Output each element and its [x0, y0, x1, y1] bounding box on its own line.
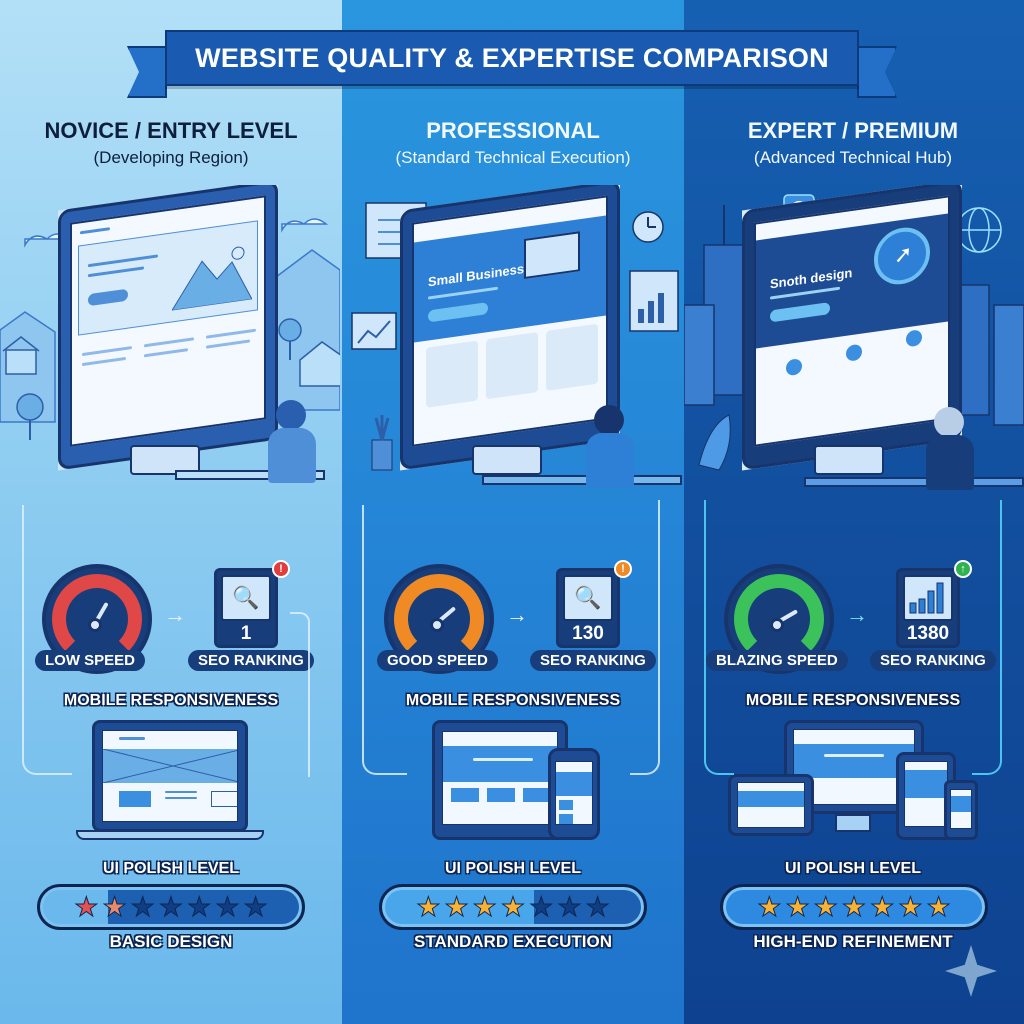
- tier-title: NOVICE / ENTRY LEVEL: [44, 118, 298, 143]
- ui-polish-rating: ★ ★ ★ ★ ★ ★ ★: [720, 884, 988, 930]
- seo-ranking-value: 130: [572, 623, 604, 644]
- professional-scene-illustration: Small Business: [342, 185, 682, 520]
- speed-label: LOW SPEED: [35, 650, 146, 671]
- flow-line-left: [22, 505, 72, 775]
- arrow-right-icon: →: [164, 602, 186, 627]
- landscape-icon: [0, 203, 340, 440]
- tier-subtitle: (Standard Technical Execution): [395, 148, 631, 167]
- expert-developer-figure: [920, 407, 980, 497]
- ui-polish-label: UI POLISH LEVEL: [102, 860, 239, 877]
- star-icon-filled: ★: [813, 891, 838, 922]
- tier-title: PROFESSIONAL: [426, 118, 600, 143]
- desktop-stand: [835, 814, 871, 832]
- seo-ranking-label: SEO RANKING: [188, 650, 314, 671]
- professional-developer-figure: [580, 405, 640, 495]
- novice-column-bg: [0, 0, 342, 1024]
- monitor-icon: [58, 185, 278, 471]
- flow-line-right: [972, 500, 1002, 775]
- star-icon-empty: ★: [130, 891, 155, 922]
- flow-line-left: [704, 500, 734, 775]
- phone-icon: [944, 780, 978, 840]
- speed-gauge-icon: [724, 564, 834, 674]
- polish-verdict: STANDARD EXECUTION: [413, 932, 613, 951]
- speed-label: BLAZING SPEED: [706, 650, 848, 671]
- mobile-responsiveness-label: MOBILE RESPONSIVENESS: [63, 692, 279, 709]
- tier-header-professional: PROFESSIONAL (Standard Technical Executi…: [342, 118, 684, 168]
- polish-verdict: BASIC DESIGN: [109, 932, 233, 951]
- star-icon-filled: ★: [841, 891, 867, 922]
- monitor-stand: [472, 445, 542, 475]
- alert-badge-icon: !: [614, 560, 632, 578]
- tier-subtitle: (Developing Region): [93, 148, 249, 167]
- expert-column-bg: [684, 0, 1024, 1024]
- flow-line-right: [630, 500, 660, 775]
- seo-ranking-card: 🔍 130: [556, 568, 620, 648]
- star-icon-empty: ★: [158, 891, 184, 922]
- star-icon-filled: ★: [416, 891, 441, 922]
- speed-label: GOOD SPEED: [377, 650, 498, 671]
- bar-chart-up-icon: [903, 575, 953, 621]
- mobile-responsiveness-label: MOBILE RESPONSIVENESS: [405, 692, 621, 709]
- star-icon-filled: ★: [870, 891, 895, 922]
- star-icon-filled: ★: [444, 891, 469, 922]
- seo-ranking-card: 🔍 1: [214, 568, 278, 648]
- seo-ranking-label: SEO RANKING: [870, 650, 996, 671]
- novice-developer-figure: [262, 400, 322, 490]
- tier-subtitle: (Advanced Technical Hub): [753, 148, 953, 167]
- professional-metrics: GOOD SPEED → 🔍 130 ! SEO RANKING: [372, 560, 714, 680]
- novice-scene-illustration: [0, 185, 340, 520]
- arrow-right-icon: →: [846, 602, 868, 627]
- magnifier-up-icon: 🔍: [563, 575, 613, 621]
- star-icon-empty: ★: [243, 891, 268, 922]
- expert-metrics: BLAZING SPEED → 1380 ↑ SEO RANKING: [706, 560, 1024, 680]
- star-icon-empty: ★: [187, 891, 212, 922]
- star-icon-filled: ★: [898, 891, 923, 922]
- novice-metrics: LOW SPEED → 🔍 1 ! SEO RANKING: [30, 560, 372, 680]
- tier-header-novice: NOVICE / ENTRY LEVEL (Developing Region): [0, 118, 342, 168]
- page-title: WEBSITE QUALITY & EXPERTISE COMPARISON: [195, 42, 829, 73]
- star-icon-empty: ★: [557, 891, 582, 922]
- ui-polish-label: UI POLISH LEVEL: [784, 860, 921, 877]
- star-icon-empty: ★: [585, 891, 610, 922]
- flow-line-left: [362, 505, 407, 775]
- desk: [482, 475, 682, 485]
- mobile-responsiveness-label: MOBILE RESPONSIVENESS: [745, 692, 961, 709]
- flow-line-right: [290, 612, 310, 777]
- seo-ranking-card: 1380: [896, 568, 960, 648]
- desk: [804, 477, 1024, 487]
- magnifier-down-icon: 🔍: [221, 575, 271, 621]
- star-icon-filled: ★: [102, 891, 127, 922]
- star-icon-filled: ★: [472, 891, 497, 922]
- seo-ranking-value: 1380: [906, 623, 950, 644]
- seo-ranking-value: 1: [240, 623, 252, 644]
- phone-icon: [548, 748, 600, 840]
- ui-polish-label: UI POLISH LEVEL: [444, 860, 581, 877]
- tablet-icon: [432, 720, 568, 840]
- arrow-up-badge-icon: ↑: [954, 560, 972, 578]
- star-icon-filled: ★: [500, 891, 526, 922]
- cursor-icon: ➚: [894, 240, 913, 269]
- seo-ranking-label: SEO RANKING: [530, 650, 656, 671]
- alert-badge-icon: !: [272, 560, 290, 578]
- tier-title: EXPERT / PREMIUM: [747, 118, 959, 143]
- polish-verdict: HIGH-END REFINEMENT: [753, 932, 953, 951]
- star-icon-filled: ★: [926, 891, 951, 922]
- desk: [175, 470, 325, 480]
- star-icon-filled: ★: [785, 891, 810, 922]
- star-icon-empty: ★: [215, 891, 240, 922]
- title-banner: WEBSITE QUALITY & EXPERTISE COMPARISON: [165, 30, 859, 86]
- monitor-stand: [814, 445, 884, 475]
- expert-scene-illustration: Snoth design ➚: [684, 185, 1024, 520]
- arrow-right-icon: →: [506, 602, 528, 627]
- ui-polish-rating: ★ ★ ★ ★ ★ ★ ★: [379, 884, 647, 930]
- tablet-landscape-icon: [728, 774, 814, 836]
- tier-header-expert: EXPERT / PREMIUM (Advanced Technical Hub…: [682, 118, 1024, 168]
- ui-polish-rating: ★ ★ ★ ★ ★ ★ ★: [37, 884, 305, 930]
- star-icon-filled: ★: [757, 891, 782, 922]
- city-skyline-icon: [684, 194, 1024, 471]
- laptop-icon: [92, 720, 248, 832]
- star-icon-empty: ★: [529, 891, 554, 922]
- star-icon-filled: ★: [74, 891, 99, 922]
- laptop-base: [76, 830, 264, 840]
